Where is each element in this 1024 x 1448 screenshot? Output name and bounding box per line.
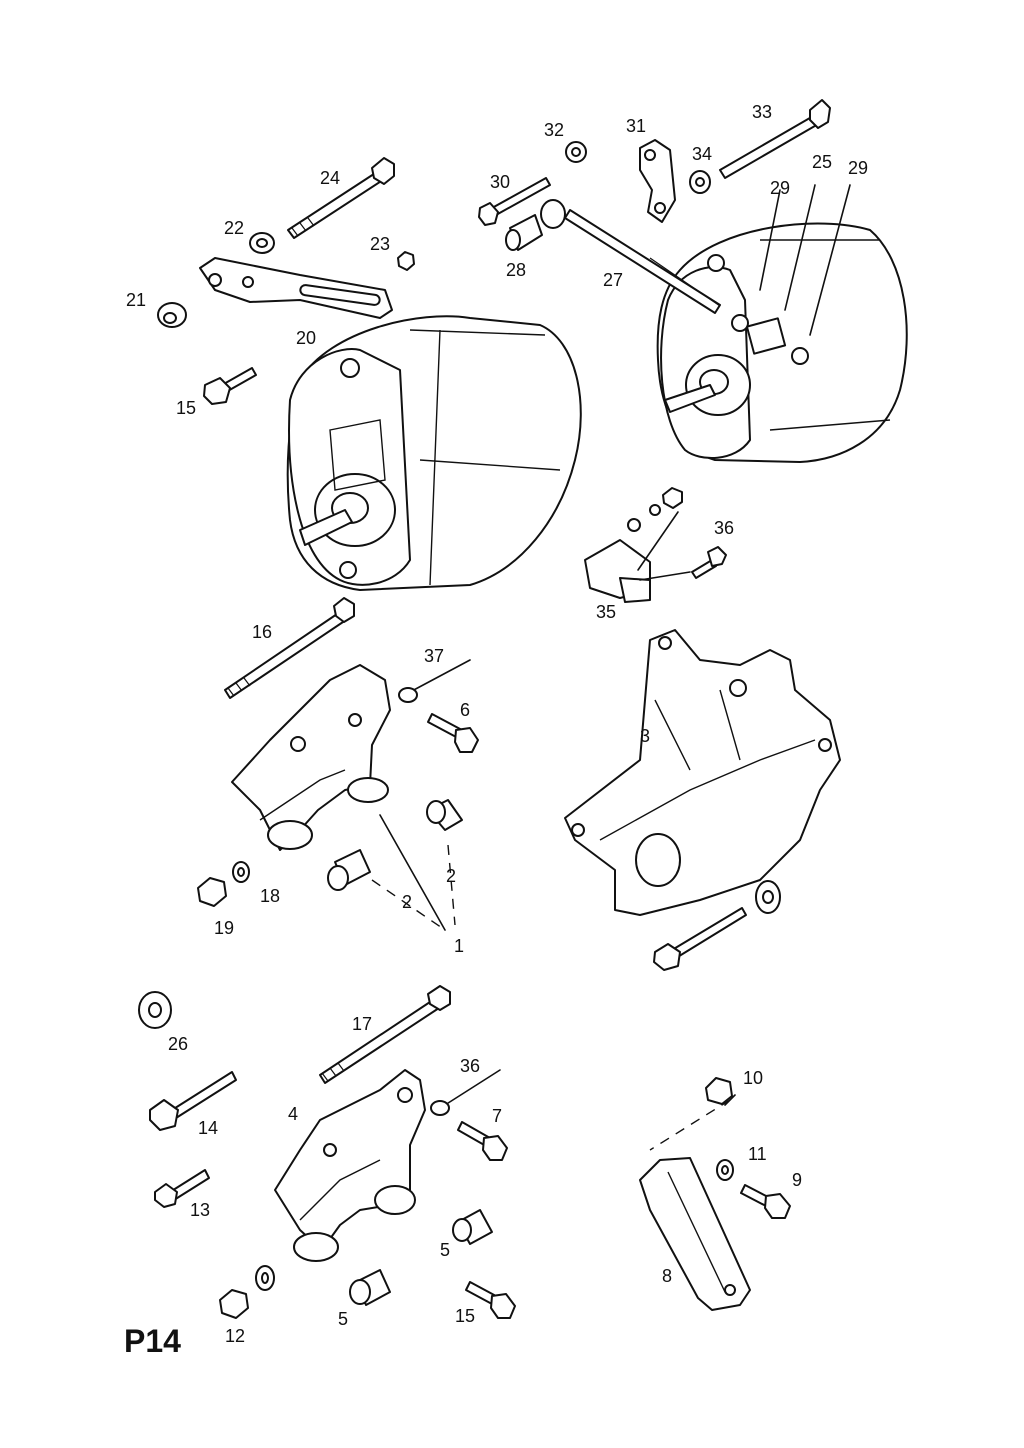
- callout-37: 37: [424, 646, 444, 666]
- callout-11: 11: [748, 1144, 767, 1164]
- cable-36: [430, 1069, 501, 1116]
- callout-10: 10: [743, 1068, 763, 1088]
- bolt-30: [478, 177, 551, 226]
- callout-31: 31: [626, 116, 646, 136]
- bushing-5-upper: [452, 1209, 493, 1245]
- callout-32: 32: [544, 120, 564, 140]
- washer-11: [716, 1159, 734, 1181]
- alternator-left: [286, 315, 582, 591]
- callout-4: 4: [288, 1104, 298, 1124]
- callout-27: 27: [603, 270, 623, 290]
- nut-12: [219, 1289, 249, 1319]
- nut-19: [197, 877, 227, 907]
- callout-19: 19: [214, 918, 234, 938]
- callout-12: 12: [225, 1326, 245, 1346]
- bolt-15-lower: [465, 1281, 516, 1319]
- bolt-14: [149, 1071, 237, 1131]
- callout-23: 23: [370, 234, 390, 254]
- callout-16: 16: [252, 622, 272, 642]
- page-id: P14: [124, 1323, 181, 1359]
- washer-bracket3: [755, 880, 781, 914]
- bolt-33: [719, 99, 831, 179]
- callout-6: 6: [460, 700, 470, 720]
- washer-32: [565, 141, 587, 163]
- cable-37: [398, 659, 471, 703]
- strap-8: [639, 1157, 751, 1311]
- bolt-17: [319, 985, 451, 1084]
- bracket-3: [564, 629, 841, 916]
- callout-25: 25: [812, 152, 832, 172]
- bolt-15-upper: [203, 367, 257, 405]
- callout-5: 5: [338, 1309, 348, 1329]
- bolt-7: [457, 1121, 508, 1161]
- bolt-13: [154, 1169, 210, 1208]
- callout-5: 5: [440, 1240, 450, 1260]
- bushing-5-lower: [349, 1269, 391, 1306]
- washer-18: [232, 861, 250, 883]
- callout-36: 36: [460, 1056, 480, 1076]
- bolt-bracket3: [653, 907, 747, 971]
- callout-1: 1: [454, 936, 464, 956]
- callout-29: 29: [848, 158, 868, 178]
- bushing-2-left: [327, 849, 371, 891]
- bracket-1: [231, 664, 391, 851]
- bushing-2-right: [426, 799, 463, 831]
- bolt-9: [740, 1184, 791, 1219]
- callout-24: 24: [320, 168, 340, 188]
- washer-12: [255, 1265, 275, 1291]
- callout-20: 20: [296, 328, 316, 348]
- callout-21: 21: [126, 290, 146, 310]
- callout-labels: 1 2 2 3 4 5 5 6 7 8 9 10 11 12 13 14 15 …: [126, 102, 868, 1346]
- callout-33: 33: [752, 102, 772, 122]
- callout-3: 3: [640, 726, 650, 746]
- grommet-21: [157, 302, 187, 328]
- rod-27: [540, 199, 721, 314]
- bolt-16: [224, 597, 355, 699]
- callout-15: 15: [455, 1306, 475, 1326]
- alternator-right: [656, 222, 908, 463]
- callout-29: 29: [770, 178, 790, 198]
- callout-18: 18: [260, 886, 280, 906]
- bracket-4: [274, 1069, 426, 1262]
- callout-8: 8: [662, 1266, 672, 1286]
- callout-7: 7: [492, 1106, 502, 1126]
- washer-26: [138, 991, 172, 1029]
- bolt-6: [427, 713, 479, 753]
- bolt-24: [287, 157, 395, 239]
- nut-23: [397, 251, 415, 271]
- callout-17: 17: [352, 1014, 372, 1034]
- callout-30: 30: [490, 172, 510, 192]
- callout-9: 9: [792, 1170, 802, 1190]
- bracket-20: [199, 257, 393, 319]
- callout-36: 36: [714, 518, 734, 538]
- callout-22: 22: [224, 218, 244, 238]
- bushing-28: [505, 214, 543, 251]
- callout-14: 14: [198, 1118, 218, 1138]
- screw-36-upper: [691, 546, 727, 579]
- regulator-35: [584, 487, 683, 603]
- callout-15: 15: [176, 398, 196, 418]
- callout-26: 26: [168, 1034, 188, 1054]
- bracket-31: [639, 139, 676, 223]
- callout-2: 2: [402, 892, 412, 912]
- washer-34: [689, 170, 711, 194]
- callout-28: 28: [506, 260, 526, 280]
- callout-35: 35: [596, 602, 616, 622]
- nut-10: [705, 1077, 733, 1105]
- callout-2: 2: [446, 866, 456, 886]
- callout-13: 13: [190, 1200, 210, 1220]
- grommet-22: [249, 232, 275, 254]
- callout-34: 34: [692, 144, 712, 164]
